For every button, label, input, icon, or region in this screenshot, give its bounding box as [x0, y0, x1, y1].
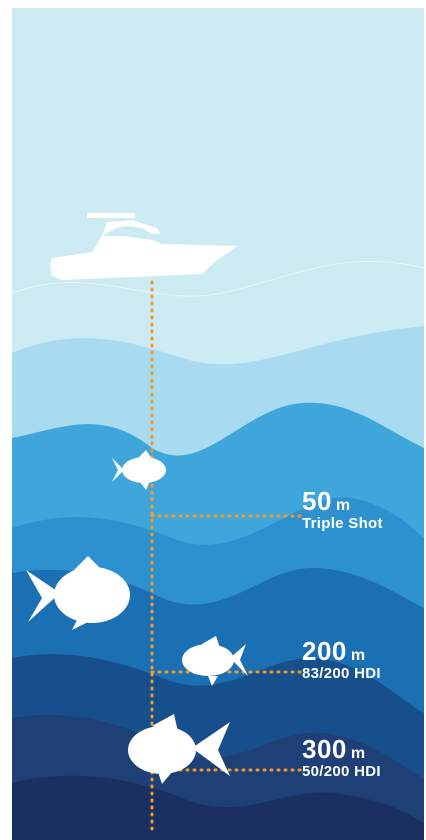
depth-unit: m [336, 497, 350, 514]
depth-unit: m [351, 647, 365, 664]
depth-value: 300 [302, 734, 347, 764]
depth-sublabel: Triple Shot [302, 515, 383, 533]
ocean-illustration [12, 8, 424, 840]
depth-value: 200 [302, 636, 347, 666]
depth-value: 50 [302, 486, 332, 516]
depth-sublabel: 83/200 HDI [302, 665, 381, 683]
depth-unit: m [351, 745, 365, 762]
depth-sublabel: 50/200 HDI [302, 763, 381, 781]
